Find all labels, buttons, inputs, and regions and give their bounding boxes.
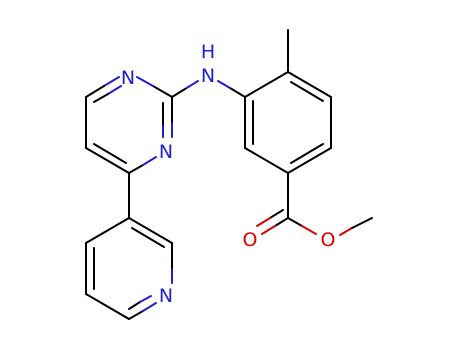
bond-py-c6-n-b — [142, 302, 157, 312]
bond-c6-c1 — [244, 71, 289, 98]
bond-nh-pyrimidine-b — [171, 88, 186, 98]
bond-carbonyl-b1 — [269, 209, 284, 219]
bond-c5-c4 — [85, 147, 130, 174]
bond-c3-c4 — [287, 147, 332, 174]
bond-carbonyl-a2 — [261, 225, 276, 235]
bond-carbonyl-b2 — [256, 217, 271, 227]
bond-ring-nh-a — [229, 87, 246, 98]
bond-py-c6-n-inner-a — [128, 301, 141, 310]
bond-py-c2-c3-inner — [131, 227, 165, 248]
bond-c5-c4-inner — [93, 143, 127, 164]
amine-linker: H N — [171, 41, 246, 98]
bond-py-c2-c3 — [128, 217, 173, 244]
pyrimidine-ring: N N — [85, 67, 173, 174]
bond-py-c3-c4 — [85, 217, 130, 244]
bond-c2-n1-b — [136, 76, 154, 87]
bond-n1-c6-a — [103, 76, 120, 87]
bond-c-oester-a — [287, 217, 303, 227]
pyrimidine-n3-label: N — [159, 141, 173, 163]
bond-c4-c5 — [244, 147, 289, 174]
nh-nitrogen-label: N — [201, 65, 215, 87]
bond-oester-methyl-b — [351, 217, 373, 229]
bond-carbonyl-a1 — [274, 217, 289, 227]
bond-ring-nh-b — [217, 80, 231, 89]
pyrimidine-n1-label: N — [121, 67, 135, 89]
bond-py-c6-n-inner-b — [139, 295, 152, 303]
bond-c-oester-b — [301, 225, 317, 235]
bond-inner-c3-c4 — [290, 143, 324, 164]
bond-py-c6-n-a — [128, 310, 144, 320]
bond-n1-c6-inner-a — [107, 85, 122, 95]
benzene-ring — [244, 71, 332, 174]
bond-inner-c1-c2 — [290, 81, 324, 102]
bond-oester-methyl-a — [339, 227, 353, 236]
bond-nh-pyrimidine-a — [184, 80, 199, 90]
carbonyl-oxygen-label: O — [243, 229, 258, 251]
pyridine-nitrogen-label: N — [159, 285, 173, 307]
bond-n1-c6-b — [85, 85, 105, 98]
pyridine-ring: N — [85, 217, 173, 320]
ester-oxygen-label: O — [321, 229, 336, 251]
nh-hydrogen-label: H — [201, 41, 215, 63]
bond-c1-c2 — [287, 71, 332, 98]
bond-n1-c6-inner-b — [93, 93, 109, 103]
bond-c4-n3-b — [142, 156, 157, 166]
ester-group: O O — [243, 172, 373, 251]
bond-py-c5-c6 — [85, 293, 130, 320]
bond-c4-n3-a — [128, 164, 144, 174]
bond-c2-n1-a — [152, 85, 173, 98]
